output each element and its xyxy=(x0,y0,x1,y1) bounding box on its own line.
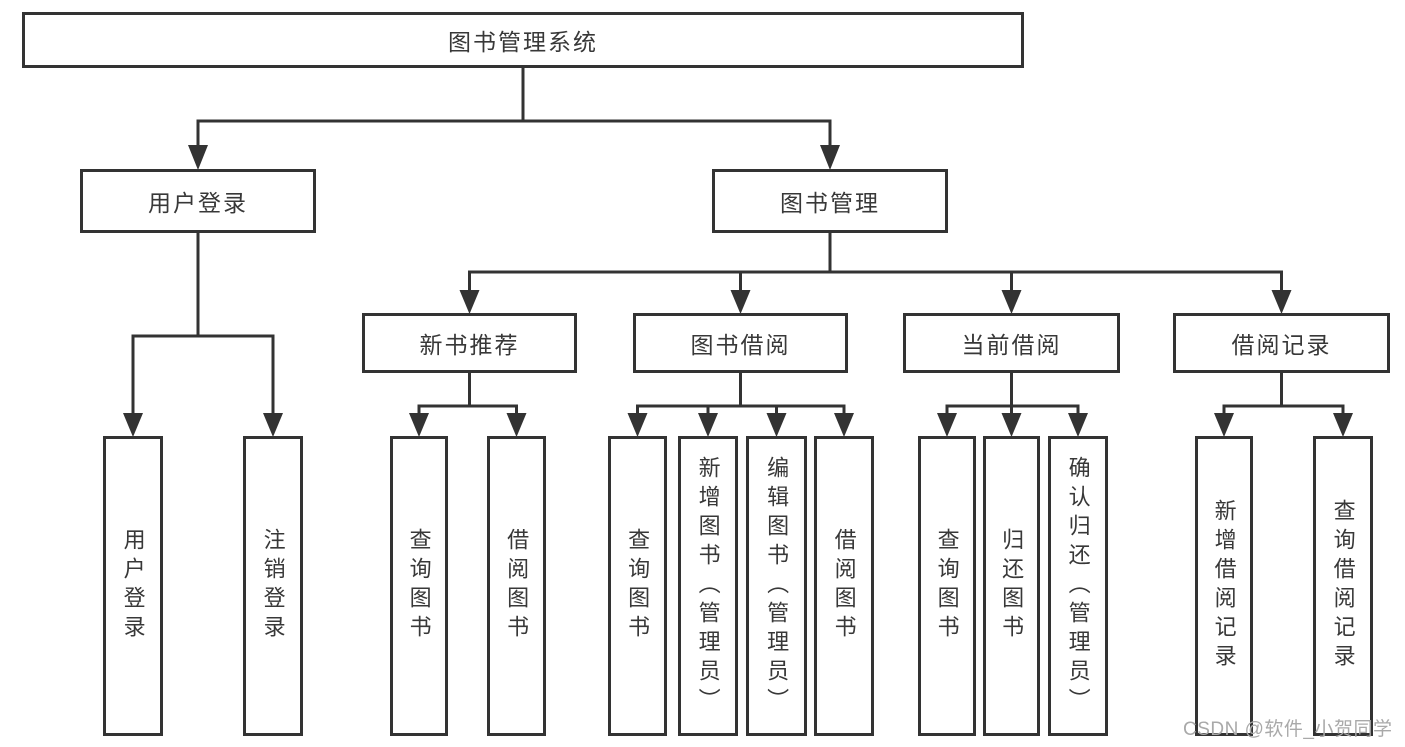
node-label: 注销登录 xyxy=(260,528,286,644)
leaf-return-books: 归还图书 xyxy=(983,436,1040,736)
leaf-logout: 注销登录 xyxy=(243,436,303,736)
node-label: 新增借阅记录 xyxy=(1211,499,1237,673)
node-label: 查询图书 xyxy=(406,528,432,644)
node-label: 用户登录 xyxy=(120,528,146,644)
leaf-edit-book-admin: 编辑图书（管理员） xyxy=(746,436,807,736)
leaf-add-book-admin: 新增图书（管理员） xyxy=(678,436,738,736)
node-label: 归还图书 xyxy=(999,528,1025,644)
node-label: 新书推荐 xyxy=(419,332,520,358)
node-library-management-system: 图书管理系统 xyxy=(22,12,1024,68)
node-label: 借阅图书 xyxy=(831,528,857,644)
csdn-watermark: CSDN @软件_小贺同学 xyxy=(1183,719,1393,740)
node-label: 图书管理 xyxy=(780,190,880,216)
node-label: 图书借阅 xyxy=(690,332,791,358)
node-label: 借阅记录 xyxy=(1231,332,1332,358)
node-label: 图书管理系统 xyxy=(448,29,598,55)
leaf-borrow-books-recommendation: 借阅图书 xyxy=(487,436,546,736)
leaf-query-books-borrowing: 查询图书 xyxy=(608,436,667,736)
leaf-confirm-return-admin: 确认归还（管理员） xyxy=(1048,436,1108,736)
node-label: 用户登录 xyxy=(148,190,248,216)
node-label: 借阅图书 xyxy=(504,528,530,644)
node-book-borrowing: 图书借阅 xyxy=(633,313,848,373)
node-label: 查询图书 xyxy=(934,528,960,644)
leaf-add-borrow-record: 新增借阅记录 xyxy=(1195,436,1253,736)
node-label: 确认归还（管理员） xyxy=(1065,455,1091,717)
node-label: 查询图书 xyxy=(625,528,651,644)
leaf-borrow-books: 借阅图书 xyxy=(814,436,874,736)
node-label: 查询借阅记录 xyxy=(1330,499,1356,673)
node-new-book-recommendation: 新书推荐 xyxy=(362,313,577,373)
node-user-login: 用户登录 xyxy=(80,169,316,233)
node-current-borrowing: 当前借阅 xyxy=(903,313,1120,373)
node-book-management: 图书管理 xyxy=(712,169,948,233)
node-label: 编辑图书（管理员） xyxy=(764,455,790,717)
node-label: 新增图书（管理员） xyxy=(695,455,721,717)
leaf-query-borrow-record: 查询借阅记录 xyxy=(1313,436,1373,736)
leaf-query-books-current: 查询图书 xyxy=(918,436,976,736)
node-borrowing-records: 借阅记录 xyxy=(1173,313,1390,373)
node-label: 当前借阅 xyxy=(961,332,1062,358)
leaf-query-books-recommendation: 查询图书 xyxy=(390,436,448,736)
leaf-user-login: 用户登录 xyxy=(103,436,163,736)
